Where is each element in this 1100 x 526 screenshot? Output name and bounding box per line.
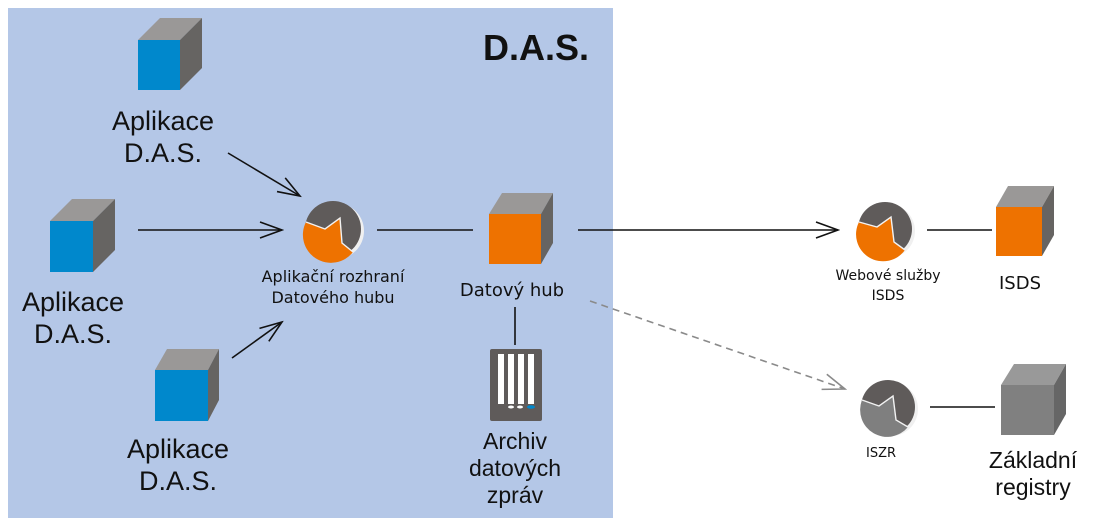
interface-pie-icon xyxy=(860,380,918,437)
hub-label: Datový hub xyxy=(460,280,564,301)
blue-cube-icon xyxy=(50,199,115,272)
app-das-3: Aplikace D.A.S. xyxy=(127,349,229,496)
app-das-2-label-line1: Aplikace xyxy=(22,287,124,317)
app-das-2-label-line2: D.A.S. xyxy=(34,319,112,349)
orange-cube-icon xyxy=(489,193,553,264)
ws-label-line2: ISDS xyxy=(872,288,905,304)
registry-label-line1: Základní xyxy=(989,447,1078,473)
message-archive: Archiv datových zpráv xyxy=(469,349,561,508)
interface-pie-icon xyxy=(302,201,364,263)
api-label-line1: Aplikační rozhraní xyxy=(262,267,405,286)
iszr-interface: ISZR xyxy=(860,380,918,461)
registry-label-line2: registry xyxy=(995,474,1071,500)
api-label-line2: Datového hubu xyxy=(271,288,394,307)
app-das-1-label-line2: D.A.S. xyxy=(124,138,202,168)
app-das-3-label-line2: D.A.S. xyxy=(139,466,217,496)
edge-hub-iszr xyxy=(589,300,845,389)
app-das-2: Aplikace D.A.S. xyxy=(22,199,124,349)
interface-pie-icon xyxy=(856,202,915,262)
edge-app3-api xyxy=(231,322,282,359)
orange-cube-icon xyxy=(996,186,1054,256)
ws-label-line1: Webové služby xyxy=(835,268,940,284)
api-interface: Aplikační rozhraní Datového hubu xyxy=(262,201,405,307)
connectors xyxy=(138,152,995,408)
data-hub: Datový hub xyxy=(460,193,564,301)
app-das-1-label-line1: Aplikace xyxy=(112,106,214,136)
isds-system: ISDS xyxy=(996,186,1054,294)
gray-cube-icon xyxy=(1001,364,1066,435)
blue-cube-icon xyxy=(138,18,202,90)
base-registries: Základní registry xyxy=(989,364,1078,500)
iszr-label: ISZR xyxy=(866,446,896,461)
archive-label-line3: zpráv xyxy=(487,482,544,508)
das-region-title: D.A.S. xyxy=(483,27,589,68)
archive-label-line1: Archiv xyxy=(483,428,547,454)
app-das-1: Aplikace D.A.S. xyxy=(112,18,214,168)
isds-web-services: Webové služby ISDS xyxy=(835,202,941,304)
blue-cube-icon xyxy=(155,349,219,421)
isds-label: ISDS xyxy=(999,273,1041,294)
app-das-3-label-line1: Aplikace xyxy=(127,434,229,464)
edge-app1-api xyxy=(227,152,300,196)
archive-label-line2: datových xyxy=(469,455,561,481)
server-storage-icon xyxy=(490,349,542,421)
